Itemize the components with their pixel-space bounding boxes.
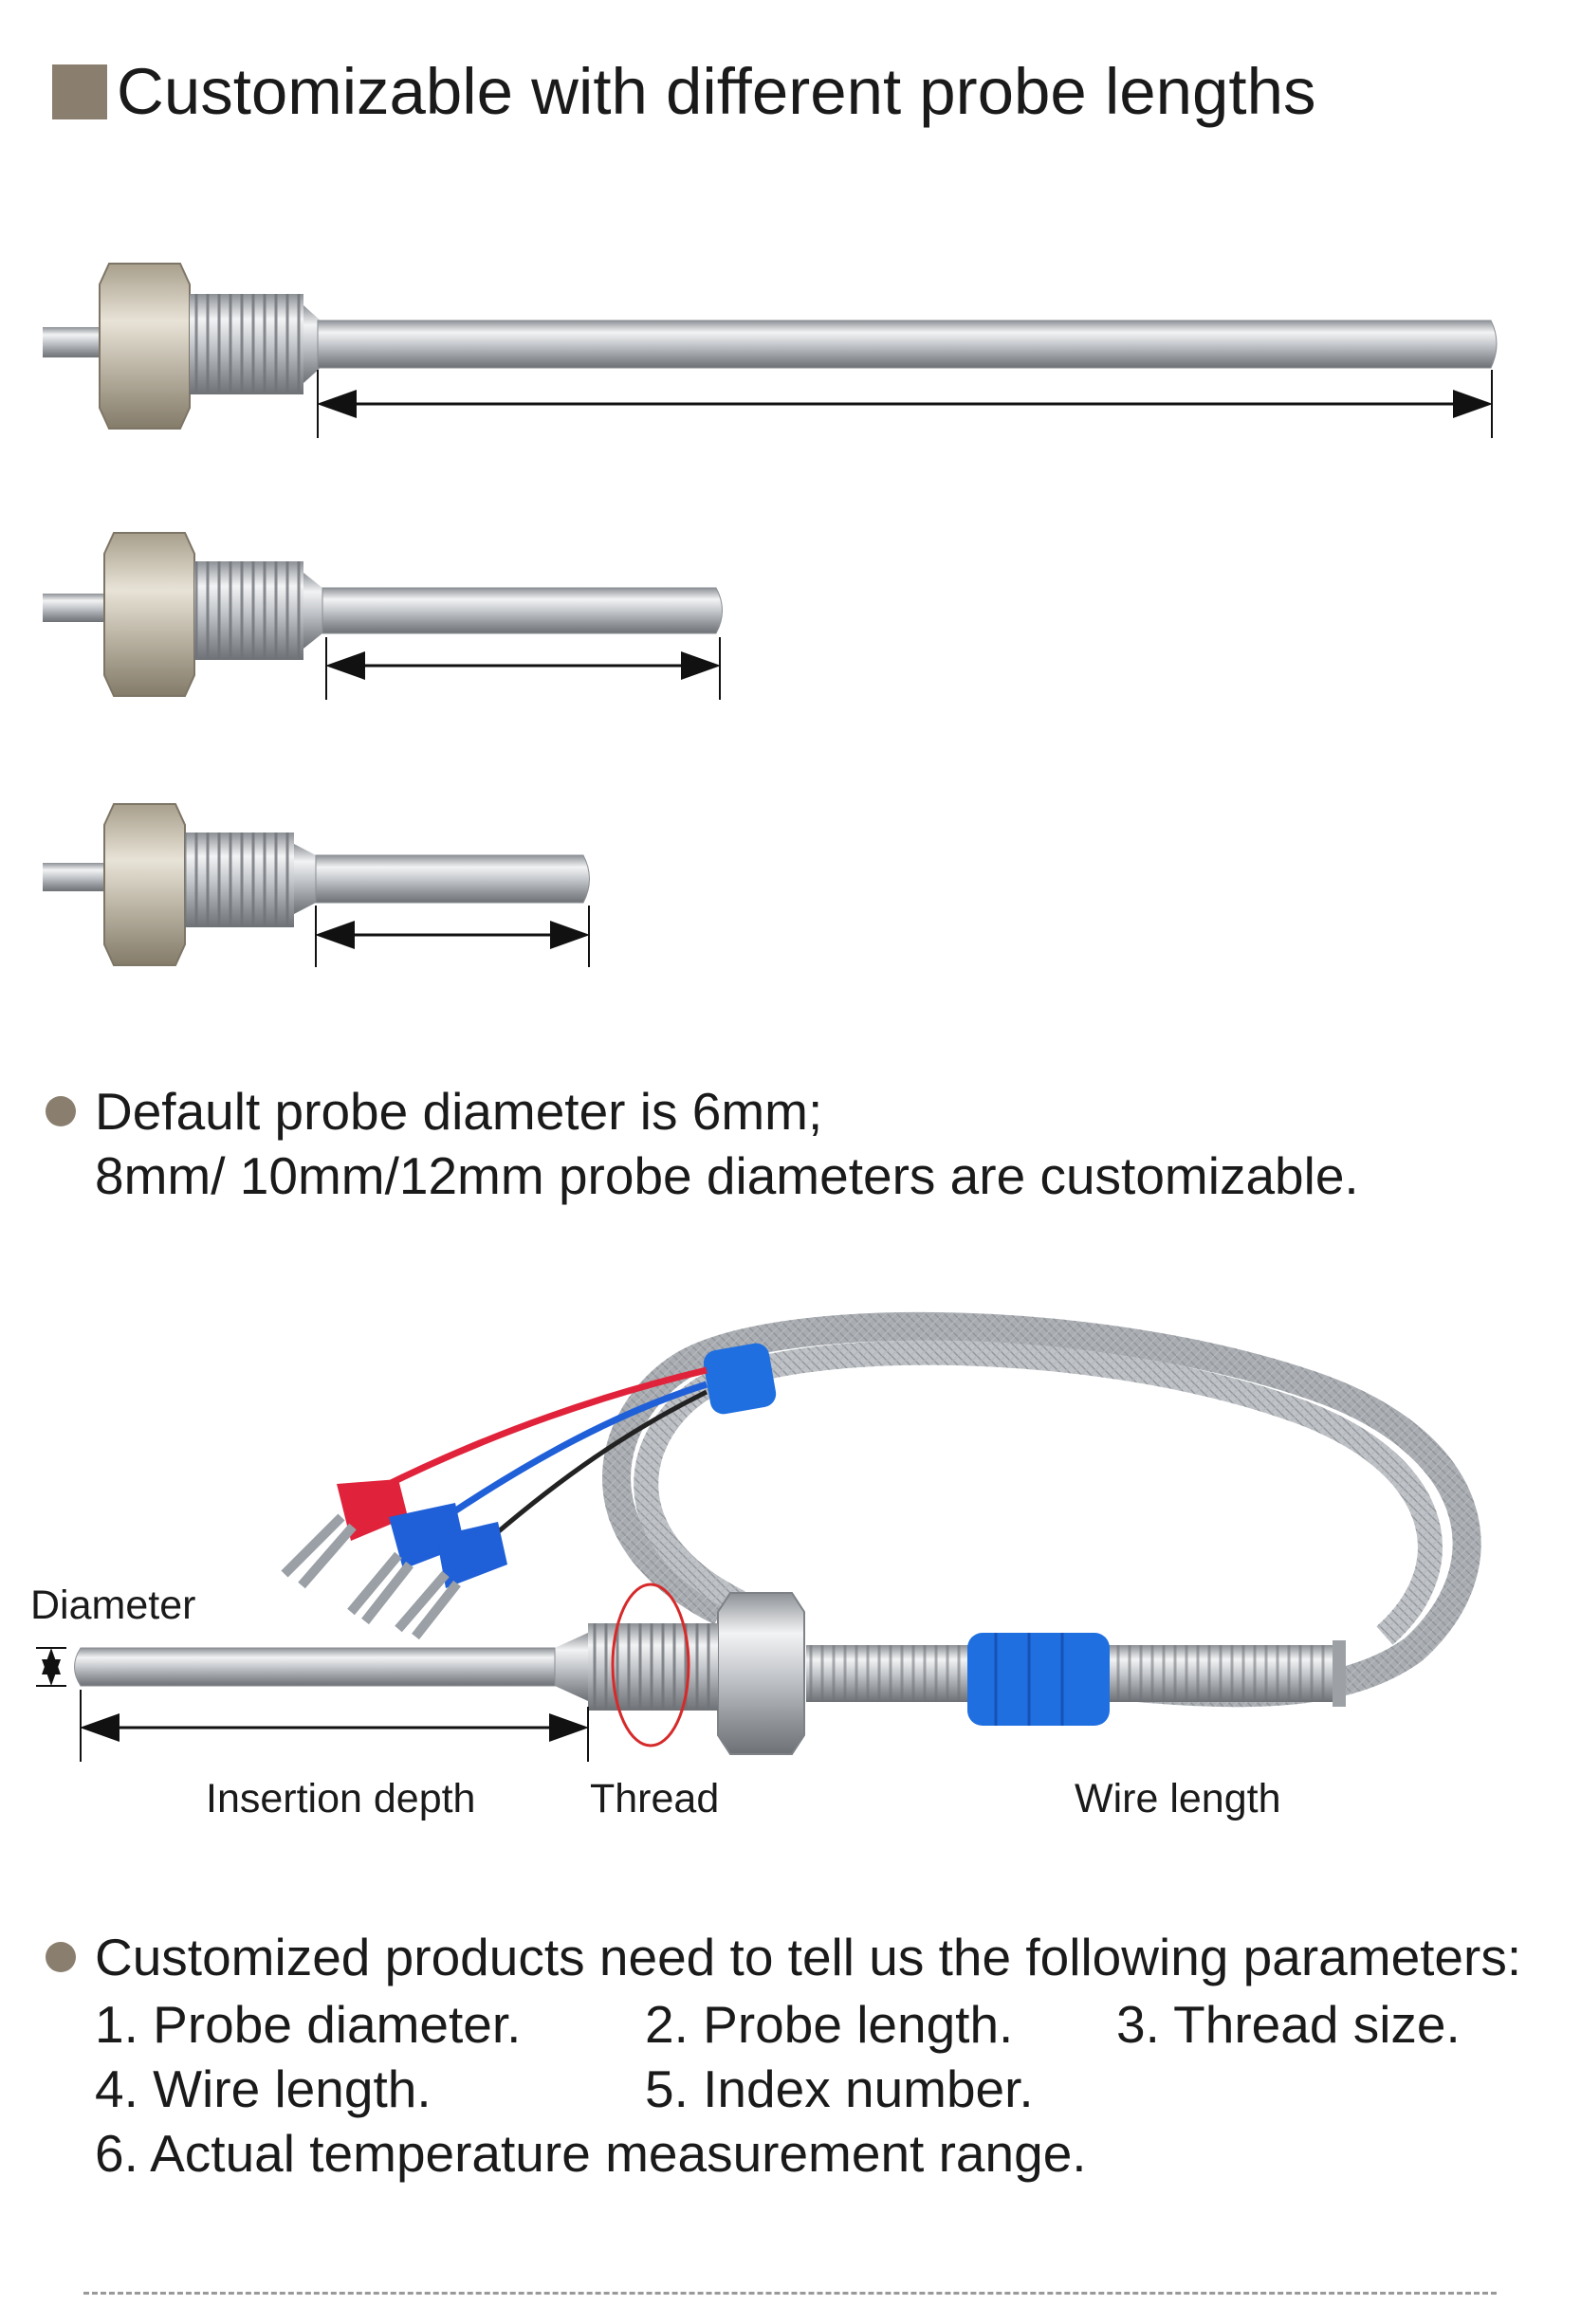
probe-long [43, 263, 1498, 438]
diameter-note-line1-row: Default probe diameter is 6mm; [46, 1079, 1359, 1144]
param-item: 6. Actual temperature measurement range. [95, 2124, 1087, 2183]
custom-params-intro: Customized products need to tell us the … [95, 1928, 1522, 1986]
custom-params-intro-row: Customized products need to tell us the … [46, 1925, 1521, 1989]
blue-fork-terminals [347, 1503, 507, 1640]
diameter-note-line1: Default probe diameter is 6mm; [95, 1082, 823, 1141]
thermocouple-assembly [36, 1311, 1481, 1762]
bullet-icon [46, 1096, 76, 1126]
param-item: 1. Probe diameter. [95, 1995, 522, 2054]
diameter-note-line2: 8mm/ 10mm/12mm probe diameters are custo… [95, 1146, 1359, 1205]
diameter-label: Diameter [30, 1583, 196, 1628]
param-item: 2. Probe length. [645, 1995, 1014, 2054]
diameter-note: Default probe diameter is 6mm; 8mm/ 10mm… [46, 1079, 1359, 1208]
bullet-icon [46, 1942, 76, 1972]
thread-highlight-circle [611, 1583, 690, 1748]
param-item: 3. Thread size. [1116, 1995, 1461, 2054]
insertion-depth-label: Insertion depth [206, 1776, 476, 1821]
param-item: 4. Wire length. [95, 2059, 432, 2118]
red-fork-terminal [281, 1479, 408, 1589]
title-square-icon [52, 64, 107, 119]
probe-medium [43, 532, 723, 700]
wire-length-label: Wire length [1075, 1776, 1281, 1821]
section-title: Customizable with different probe length… [117, 55, 1316, 128]
section-divider [83, 2292, 1497, 2295]
section-header: Customizable with different probe length… [52, 59, 1315, 124]
probe-short [43, 803, 590, 967]
param-item: 5. Index number. [645, 2059, 1034, 2118]
thread-label: Thread [590, 1776, 720, 1821]
